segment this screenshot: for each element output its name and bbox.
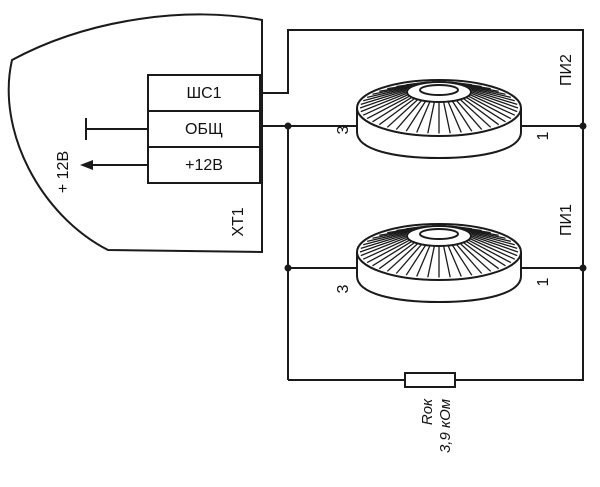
lens-rib (470, 88, 515, 102)
lens-rib (427, 102, 435, 134)
lens-rib (456, 244, 483, 274)
lens-rib (452, 101, 473, 132)
lens-rib (447, 101, 462, 133)
lens-rib (456, 100, 483, 130)
terminal-block: ШС1 ОБЩ +12В (147, 74, 261, 184)
lens-rib (363, 88, 408, 102)
terminal-label-common: ОБЩ (185, 121, 223, 138)
terminal-label-12v: +12В (185, 157, 223, 174)
lens-rib (366, 239, 410, 264)
lens-rib (405, 101, 426, 132)
lens-rib (466, 97, 506, 123)
lens-rib (372, 97, 412, 123)
pi2-pin-right: 1 (535, 131, 552, 140)
lens-rib (366, 95, 410, 120)
lens-rib (466, 241, 506, 267)
lens-rib (360, 89, 407, 106)
lens-rib (463, 228, 499, 236)
resistor-designator: Rок (419, 398, 436, 425)
pi1-pin-right: 1 (535, 277, 552, 286)
junction-dots (284, 122, 587, 272)
lens-rib (471, 92, 518, 113)
lens-rib (471, 89, 518, 106)
lens-rib (378, 98, 415, 126)
lens-rib (366, 86, 410, 99)
lens-rib (463, 242, 500, 270)
supply-label: + 12В (55, 151, 72, 193)
lens-rib (466, 85, 506, 95)
lens-rib (460, 243, 492, 272)
lens-rib (395, 100, 422, 130)
lens-rib (386, 243, 418, 272)
lens-rib (359, 91, 407, 109)
lens-rib (372, 85, 412, 95)
resistor (404, 372, 456, 388)
lens-rib (470, 94, 516, 116)
lens-rib (363, 232, 408, 246)
lens-rib (471, 235, 519, 253)
resistor-value: 3,9 кОм (437, 399, 454, 453)
lens-rib (463, 84, 499, 92)
lens-rib (416, 101, 431, 133)
lens-rib (463, 98, 500, 126)
detector-name-pi1: ПИ1 (558, 204, 575, 236)
lens-rib (378, 242, 415, 270)
lens-rib (468, 95, 512, 120)
lens-rib (360, 236, 407, 257)
lens-rib (359, 235, 407, 253)
lens-rib (468, 239, 512, 264)
lens-rib (372, 241, 412, 267)
lens-rib (427, 246, 435, 278)
lens-rib (443, 102, 451, 134)
lens-rib (471, 236, 518, 257)
lens-rib (447, 245, 462, 277)
lens-rib (468, 86, 512, 99)
lens-rib (468, 230, 512, 243)
loop-wiring (260, 29, 584, 381)
lens-rib (471, 233, 518, 250)
lens-rib (360, 92, 407, 113)
lens-rib (416, 245, 431, 277)
lens-rib (460, 99, 492, 128)
lens-rib (470, 232, 515, 246)
lens-rib (470, 238, 516, 260)
detector-pi1 (356, 223, 522, 304)
connector-label: ХТ1 (230, 207, 247, 236)
control-panel-outline (7, 13, 263, 254)
ground-symbol (85, 118, 148, 140)
lens-rib (471, 91, 519, 109)
terminal-label-sh1: ШС1 (186, 85, 221, 102)
lens-rib (362, 94, 408, 116)
detector-pi2 (356, 79, 522, 160)
lens-rib (366, 230, 410, 243)
detector-name-pi2: ПИ2 (558, 54, 575, 86)
lens-rib (452, 245, 473, 276)
lens-rib (372, 229, 412, 239)
supply-arrow (80, 160, 148, 170)
lens-rib (386, 99, 418, 128)
lens-rib (395, 244, 422, 274)
lens-rib (443, 246, 451, 278)
pi1-pin-left: 3 (335, 284, 352, 293)
lens-rib (360, 233, 407, 250)
pi2-pin-left: 3 (335, 125, 352, 134)
lens-rib (466, 229, 506, 239)
lens-rib (362, 238, 408, 260)
lens-rib (405, 245, 426, 276)
